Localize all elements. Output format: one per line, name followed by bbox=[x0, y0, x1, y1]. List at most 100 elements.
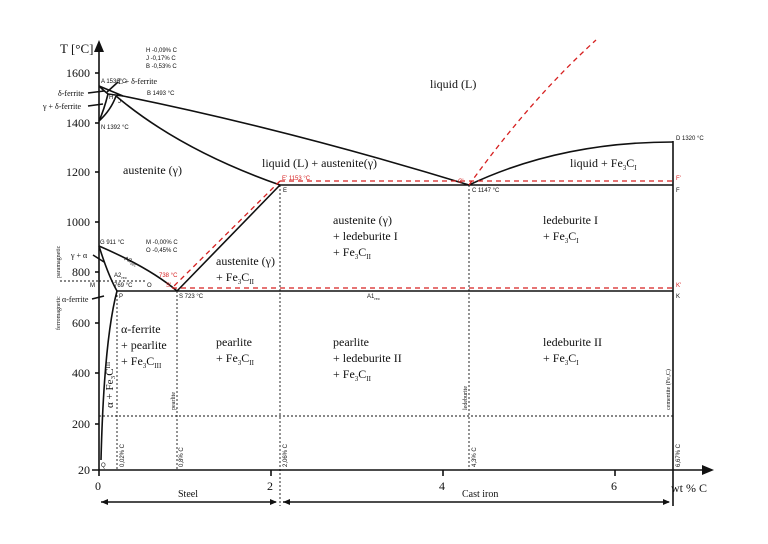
note-j: J -0,17% C bbox=[146, 56, 176, 62]
point-s-red-temp: 738 °C bbox=[159, 273, 178, 279]
region-austenite-ledeburite: austenite (γ) + ledeburite I + Fe3CII bbox=[333, 213, 401, 261]
region-pearlite-ledeburite: pearlite + ledeburite II + Fe3CII bbox=[333, 335, 405, 383]
point-d: D 1320 °C bbox=[676, 136, 704, 142]
y-ticks: 1600 1400 1200 1000 800 600 400 200 20 bbox=[66, 66, 99, 477]
region-alpha-pearlite: α-ferrite + pearlite + Fe3CIII bbox=[121, 322, 170, 370]
vertical-cementite: cementite (Fe₃C) bbox=[665, 369, 672, 410]
label-l-delta: L + δ-ferrite bbox=[118, 77, 158, 86]
y-tick-label: 800 bbox=[72, 265, 90, 279]
point-f: F bbox=[676, 188, 680, 194]
y-axis-arrow bbox=[94, 40, 104, 52]
peritectic-line bbox=[107, 93, 124, 97]
region-austenite: austenite (γ) bbox=[123, 163, 182, 177]
vertical-ledeburite: ledeburite bbox=[463, 386, 469, 410]
point-e: E bbox=[283, 188, 287, 194]
x-ticks: 0 2 4 6 bbox=[95, 470, 617, 493]
label-gamma-delta: γ + δ-ferrite bbox=[42, 102, 81, 111]
y-tick-label: 600 bbox=[72, 316, 90, 330]
point-e-red: E' 1153 °C bbox=[282, 176, 311, 182]
point-f-red: F' bbox=[676, 176, 681, 182]
x-axis-arrow bbox=[702, 465, 714, 475]
y-tick-label: 1600 bbox=[66, 66, 90, 80]
comp-label: 6,67% C bbox=[676, 443, 682, 467]
point-n: N 1392 °C bbox=[101, 125, 129, 131]
a3-line bbox=[98, 245, 178, 292]
label-paramagnetic: paramagnetic bbox=[56, 245, 62, 278]
note-b: B -0,53% C bbox=[146, 64, 177, 70]
point-a: A 1536°C bbox=[101, 79, 127, 85]
point-o: O bbox=[147, 283, 152, 289]
composition-labels: 0,02% C 0,8% C 2,06% C 4,3% C 6,67% C pe… bbox=[120, 369, 682, 467]
graphite-liquidus-red bbox=[468, 39, 597, 186]
label-cast-iron: Cast iron bbox=[462, 489, 498, 500]
comp-label: 0,02% C bbox=[120, 443, 126, 467]
liquidus-cd bbox=[468, 141, 674, 186]
pq-solvus bbox=[100, 290, 118, 461]
label-ferromagnetic: ferromagnetic bbox=[55, 296, 62, 330]
gamma-delta-boundary bbox=[98, 95, 117, 122]
y-tick-label: 1200 bbox=[66, 165, 90, 179]
region-liquid-austenite: liquid (L) + austenite(γ) bbox=[262, 156, 377, 170]
point-labels: H -0,09% C J -0,17% C B -0,53% C A 1536°… bbox=[90, 48, 704, 469]
acm-red bbox=[171, 180, 281, 289]
label-gamma-alpha: γ + α bbox=[70, 251, 88, 260]
region-ledeburite-1: ledeburite I + Fe3CI bbox=[543, 213, 601, 245]
material-ranges: Steel Cast iron bbox=[101, 489, 670, 505]
y-tick-label: 200 bbox=[72, 417, 90, 431]
label-a3: A3rec bbox=[123, 256, 138, 267]
label-alpha-ferrite: α-ferrite bbox=[62, 295, 89, 304]
point-j: J bbox=[118, 99, 121, 105]
region-ledeburite-2: ledeburite II + Fe3CI bbox=[543, 335, 605, 367]
point-c: C 1147 °C bbox=[472, 188, 500, 194]
comp-label: 0,8% C bbox=[179, 447, 185, 467]
comp-label: 4,3% C bbox=[472, 447, 478, 467]
guide-lines bbox=[60, 185, 673, 506]
x-axis-title: wt % C bbox=[671, 481, 707, 495]
label-steel: Steel bbox=[178, 489, 198, 500]
delta-solvus bbox=[98, 93, 109, 122]
label-a2: A2rec bbox=[114, 273, 127, 280]
y-tick-label: 400 bbox=[72, 366, 90, 380]
point-k: K bbox=[676, 294, 680, 300]
region-labels: liquid (L) liquid (L) + austenite(γ) liq… bbox=[104, 77, 637, 408]
region-austenite-fe3c: austenite (γ) + Fe3CII bbox=[216, 254, 278, 286]
axes: T [°C] wt % C 1600 1400 1200 1000 800 60… bbox=[60, 40, 714, 495]
x-tick-label: 6 bbox=[611, 479, 617, 493]
point-s-red: S' bbox=[166, 283, 171, 289]
point-m: M bbox=[90, 283, 95, 289]
point-m-note: M -0,00% C bbox=[146, 240, 178, 246]
y-tick-label: 1000 bbox=[66, 215, 90, 229]
point-p: P bbox=[119, 294, 123, 300]
label-a1: A1rec bbox=[367, 294, 380, 301]
point-c-red: C' bbox=[458, 179, 463, 185]
note-h: H -0,09% C bbox=[146, 48, 178, 54]
label-delta-ferrite: δ-ferrite bbox=[58, 89, 84, 98]
point-b: B 1493 °C bbox=[147, 91, 175, 97]
region-liquid-fe3c: liquid + Fe3CI bbox=[570, 156, 637, 172]
vertical-pearlite: pearlite bbox=[171, 392, 177, 410]
metastable-lines bbox=[171, 39, 673, 289]
gp-line bbox=[98, 245, 118, 292]
point-s: S 723 °C bbox=[179, 294, 204, 300]
temp-769: 769 °C bbox=[114, 283, 133, 289]
x-tick-label: 2 bbox=[267, 479, 273, 493]
solidus-je bbox=[115, 95, 281, 186]
x-tick-label: 4 bbox=[439, 479, 445, 493]
phase-lines bbox=[98, 85, 674, 506]
region-alpha-fe3c-vertical: α + Fe₃Cᴵᴵᴵ bbox=[104, 362, 116, 408]
comp-label: 2,06% C bbox=[283, 443, 289, 467]
region-pearlite: pearlite + Fe3CII bbox=[216, 335, 255, 367]
point-g: G 911 °C bbox=[100, 240, 125, 246]
x-tick-label: 0 bbox=[95, 479, 101, 493]
acm-line bbox=[176, 184, 281, 292]
y-tick-label: 20 bbox=[78, 463, 90, 477]
point-q: Q bbox=[101, 463, 106, 469]
magnetic-labels: paramagnetic ferromagnetic bbox=[55, 245, 62, 330]
y-axis-title: T [°C] bbox=[60, 41, 93, 56]
y-tick-label: 1400 bbox=[66, 116, 90, 130]
point-k-red: K' bbox=[676, 283, 681, 289]
point-h: H bbox=[109, 95, 113, 101]
point-o-note: O -0,45% C bbox=[146, 248, 178, 254]
